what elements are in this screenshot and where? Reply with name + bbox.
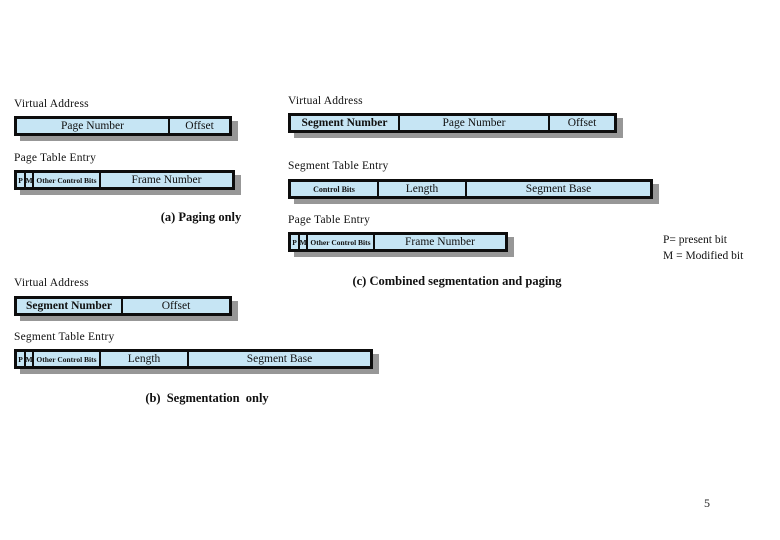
fig-a-other-control-bits-cell: Other Control Bits	[32, 173, 99, 187]
fig-a-page-table-entry-label: Page Table Entry	[14, 152, 97, 164]
fig-a-frame-number-cell: Frame Number	[99, 173, 232, 187]
fig-b-segment-table-entry-box: P M Other Control Bits Length Segment Ba…	[14, 349, 373, 369]
fig-c-segment-table-entry-box: Control Bits Length Segment Base	[288, 179, 653, 199]
fig-c-page-table-entry-box: P M Other Control Bits Frame Number	[288, 232, 508, 252]
fig-a-page-number-cell: Page Number	[61, 120, 124, 132]
fig-a-virtual-address-box: Page Number Offset	[14, 116, 232, 136]
fig-b-caption: (b) Segmentation only	[145, 391, 269, 405]
fig-c-caption: (c) Combined segmentation and paging	[352, 274, 562, 288]
fig-c-frame-number-cell: Frame Number	[373, 235, 505, 249]
fig-c-segment-table-entry-label: Segment Table Entry	[288, 160, 389, 172]
slide-page-number: 5	[704, 496, 710, 510]
fig-b-length-cell: Length	[99, 352, 187, 366]
fig-c-virtual-address-box: Segment Number Page Number Offset	[288, 113, 617, 133]
fig-c-length-cell: Length	[377, 182, 465, 196]
legend-modified-bit-line: M = Modified bit	[663, 250, 744, 262]
fig-c-segment-base-cell: Segment Base	[465, 182, 650, 196]
fig-c-offset-cell: Offset	[548, 116, 614, 130]
fig-a-caption: (a) Paging only	[160, 210, 242, 224]
fig-c-segment-number-cell: Segment Number	[301, 117, 388, 129]
fig-a-m-bit-cell: M	[24, 173, 32, 187]
fig-b-other-control-bits-cell: Other Control Bits	[32, 352, 99, 366]
bit-legend: P= present bit M = Modified bit	[663, 232, 743, 264]
fig-c-control-bits-cell: Control Bits	[313, 184, 355, 194]
fig-b-p-bit-cell: P	[18, 354, 23, 364]
fig-a-page-table-entry-box: P M Other Control Bits Frame Number	[14, 170, 235, 190]
legend-present-bit-line: P= present bit	[663, 234, 727, 246]
fig-b-virtual-address-label: Virtual Address	[14, 277, 89, 289]
fig-b-segment-number-cell: Segment Number	[26, 300, 112, 312]
fig-b-offset-cell: Offset	[121, 299, 229, 313]
fig-a-offset-cell: Offset	[168, 119, 229, 133]
fig-b-segment-base-cell: Segment Base	[187, 352, 370, 366]
fig-c-p-bit-cell: P	[292, 237, 297, 247]
fig-c-page-table-entry-label: Page Table Entry	[288, 214, 371, 226]
fig-c-other-control-bits-cell: Other Control Bits	[306, 235, 373, 249]
fig-a-p-bit-cell: P	[18, 175, 23, 185]
fig-c-page-number-cell: Page Number	[398, 116, 548, 130]
fig-b-m-bit-cell: M	[24, 352, 32, 366]
fig-c-m-bit-cell: M	[298, 235, 306, 249]
fig-c-virtual-address-label: Virtual Address	[288, 95, 363, 107]
fig-a-virtual-address-label: Virtual Address	[14, 98, 89, 110]
fig-b-segment-table-entry-label: Segment Table Entry	[14, 331, 115, 343]
fig-b-virtual-address-box: Segment Number Offset	[14, 296, 232, 316]
